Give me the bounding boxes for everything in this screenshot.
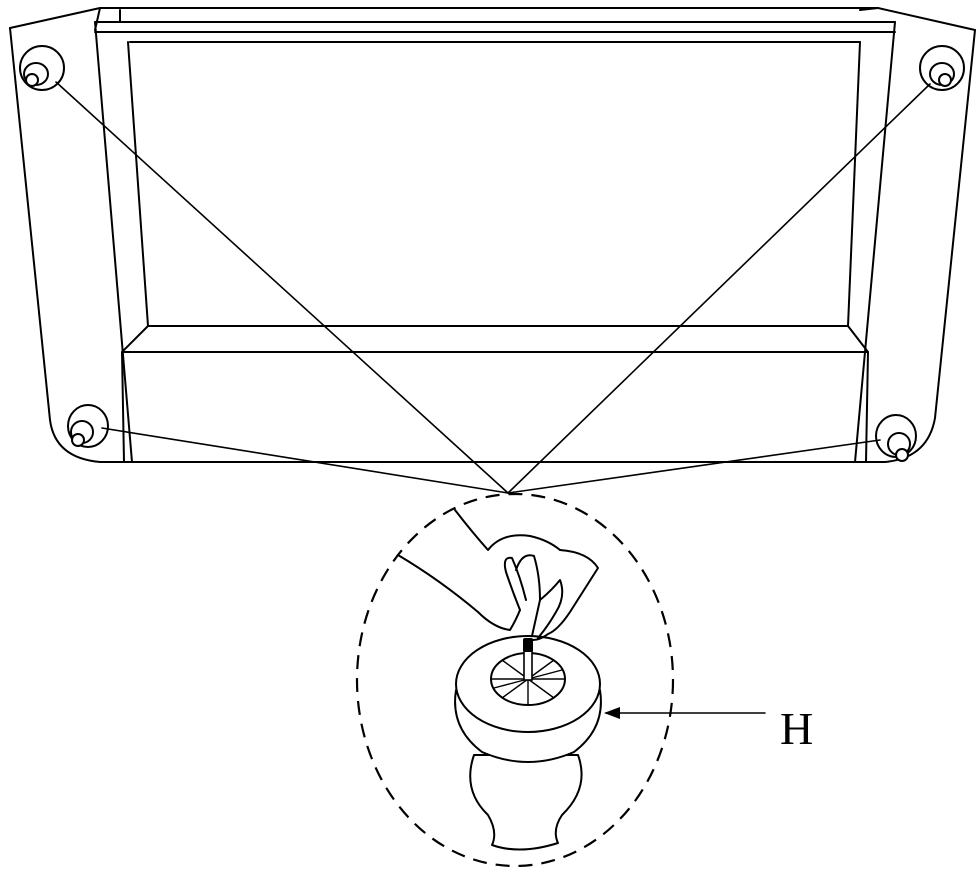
bolt [523,647,533,681]
foot-top-left [19,45,65,91]
outer-frame [9,27,976,463]
detail-foot [454,635,602,851]
left-side-panel [94,21,149,463]
top-rail-inner [94,7,879,31]
arm-lower [397,554,521,631]
bolt-head [523,638,533,652]
foot-bottom-right [875,414,917,462]
right-side-panel [847,21,896,463]
foot-top-right [919,45,965,91]
leg-taper [469,754,583,851]
leader-lines [55,81,931,494]
foot-bottom-left [67,404,109,448]
top-rail-edge [94,21,896,43]
callout-label: H [780,703,813,754]
hand [397,509,599,641]
finger-index [503,556,527,611]
arm-upper [454,509,561,551]
fingers [532,549,599,641]
callout-arrowhead [604,707,620,719]
front-rail [121,351,869,463]
finger-middle [515,554,541,637]
sofa-frame [9,7,976,463]
callout-h: H [604,703,813,754]
detail-circle [355,492,675,868]
thumb [537,579,564,639]
top-rail [9,7,976,31]
inner-recess [121,325,869,353]
